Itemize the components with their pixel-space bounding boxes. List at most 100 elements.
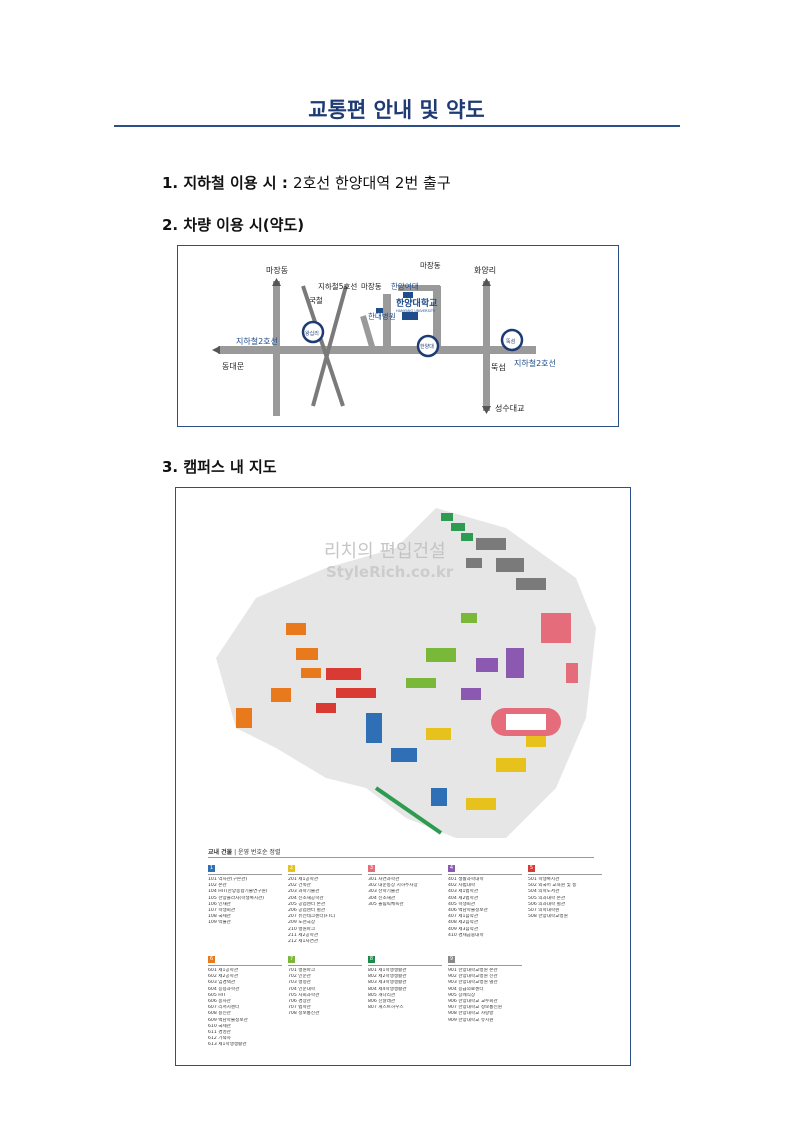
road-majang-mid: [360, 315, 376, 351]
legend-item: 508 한양대학교병원: [528, 914, 568, 920]
legend-item: 203 과학기술관: [288, 889, 320, 895]
legend-item: 506 의과대학 별관: [528, 901, 566, 907]
legend-item: 612 기숙사: [208, 1036, 231, 1042]
legend-item: 909 한양대학교 유치원: [448, 1017, 494, 1023]
legend-item: 901 한양대학교병원 본관: [448, 968, 498, 973]
label-dongdaemun: 동대문: [222, 362, 244, 371]
label-hwayangri: 화양리: [474, 266, 496, 275]
label-hanyangdae-station: 한양대: [420, 343, 434, 350]
label-ttukseom-circle: 뚝섬: [506, 338, 515, 345]
legend-item: 904 응급의료센터: [448, 986, 484, 992]
zone-arts: [461, 648, 524, 700]
section-car: 2. 차량 이용 시(약도): [162, 214, 304, 235]
legend-item: 108 국제관: [208, 914, 231, 920]
legend-item: 703 행정관: [288, 980, 311, 986]
legend-item: 109 박물관: [208, 920, 231, 926]
legend-item: 708 정보통신관: [288, 1011, 320, 1017]
legend-group-badge: 6: [208, 956, 215, 963]
section-subway-text: 2호선 한양대역 2번 출구: [293, 174, 451, 192]
legend-item: 410 경제금융대학: [448, 932, 484, 938]
legend-item: 704 인문대학: [288, 986, 316, 992]
legend-item: 206 공업센터 별관: [288, 908, 326, 914]
legend-item: 807 게스트하우스: [368, 1005, 404, 1011]
label-line2-left: 지하철2호선: [236, 336, 278, 346]
section-campus-heading: 3. 캠퍼스 내 지도: [162, 458, 277, 476]
label-wangsimni: 왕십리: [305, 330, 319, 337]
legend-item: 907 한양대학교 정보통신원: [448, 1005, 502, 1011]
label-hanyang-univ: 한양대학교: [396, 297, 437, 309]
legend-item: 606 봉사관: [208, 999, 231, 1005]
road-map-drawing: 마장동 지하철5호선 국철 마장동 마장동 한양여대 한양대학교 HANYANG…: [212, 260, 556, 416]
arrow-up-icon: [482, 278, 491, 286]
legend-group-badge: 9: [448, 956, 455, 963]
legend-group-divider: [528, 874, 602, 875]
legend-item: 401 생활과학대학: [448, 877, 484, 882]
legend-item: 403 제1법학관: [448, 889, 479, 895]
road-subway5: [301, 285, 345, 407]
label-gukcheol: 국철: [309, 295, 323, 305]
legend-item: 602 제2공학관: [208, 974, 239, 980]
road-line2: [218, 346, 536, 354]
legend-group-divider: [448, 874, 522, 875]
legend-divider: [208, 857, 594, 858]
legend-item: 505 의과대학 본관: [528, 895, 566, 901]
legend-item: 101 역사관(구본관): [208, 877, 248, 882]
zone-business: [316, 668, 376, 713]
legend-group-divider: [288, 965, 362, 966]
legend-group-badge: 3: [368, 865, 375, 872]
road-gukcheol: [311, 285, 348, 407]
zone-main: [366, 713, 447, 806]
legend-item: 601 제1공학관: [208, 968, 239, 973]
legend-item: 105 한양플라자(학생복지관): [208, 895, 265, 901]
zone-engineering2: [426, 728, 546, 810]
legend-item: 707 법학관: [288, 1005, 311, 1011]
watermark-en: StyleRich.co.kr: [326, 563, 454, 581]
legend-item: 204 신소재공학관: [288, 895, 324, 901]
legend-item: 804 제4학생생활관: [368, 986, 407, 992]
legend-item: 906 한양대학교 교수회관: [448, 999, 498, 1005]
legend-item: 408 제2음악관: [448, 920, 479, 926]
section-campus: 3. 캠퍼스 내 지도: [162, 456, 277, 477]
legend-item: 607 리서치센터: [208, 1005, 240, 1011]
legend-group-divider: [288, 874, 362, 875]
watermark-kr: 리치의 편입건설: [324, 541, 446, 562]
legend-item: 502 외국어 교육원 및 동: [528, 883, 577, 889]
campus-ground: [216, 508, 596, 838]
section-subway-heading: 1. 지하철 이용 시 :: [162, 174, 294, 192]
legend-item: 212 제1자연관: [288, 939, 319, 945]
legend-item: 205 공업센터 본관: [288, 901, 326, 907]
page-title: 교통편 안내 및 약도: [308, 98, 485, 122]
legend-item: 603 임경택관: [208, 980, 236, 986]
legend-item: 801 제1학생생활관: [368, 968, 407, 973]
section-car-heading: 2. 차량 이용 시(약도): [162, 216, 305, 234]
legend-item: 409 제3음악관: [448, 926, 479, 932]
label-seongsu: 성수대교: [495, 404, 524, 413]
legend-item: 806 진달래관: [368, 999, 396, 1005]
legend-item: 604 응용과학관: [208, 986, 240, 992]
legend-item: 104 HIT(한양종합기술연구원): [208, 889, 268, 895]
zone-humanities: [406, 613, 477, 688]
legend-group-divider: [368, 965, 442, 966]
legend-item: 207 퓨전테크센터(FTC): [288, 914, 336, 920]
legend-item: 702 인문관: [288, 974, 311, 980]
legend-title: 교내 건물 | 운영 번호순 정렬: [208, 847, 280, 856]
legend-item: 305 올림픽체육관: [368, 901, 404, 907]
girls-marker: [403, 292, 413, 298]
legend-item: 609 백남학술정보관: [208, 1017, 248, 1023]
label-line2-right: 지하철2호선: [514, 358, 556, 368]
station-hanyangdae: [416, 334, 440, 358]
legend-group-badge: 1: [208, 865, 215, 872]
section-subway: 1. 지하철 이용 시 : 2호선 한양대역 2번 출구: [162, 172, 451, 193]
zone-science: [541, 613, 578, 683]
legend-item: 106 인재관: [208, 901, 231, 907]
legend-group-badge: 2: [288, 865, 295, 872]
legend-item: 404 제2법학관: [448, 895, 479, 901]
legend-item: 507 의학대학원: [528, 908, 560, 914]
legend-item: 701 행원파크: [288, 968, 316, 973]
